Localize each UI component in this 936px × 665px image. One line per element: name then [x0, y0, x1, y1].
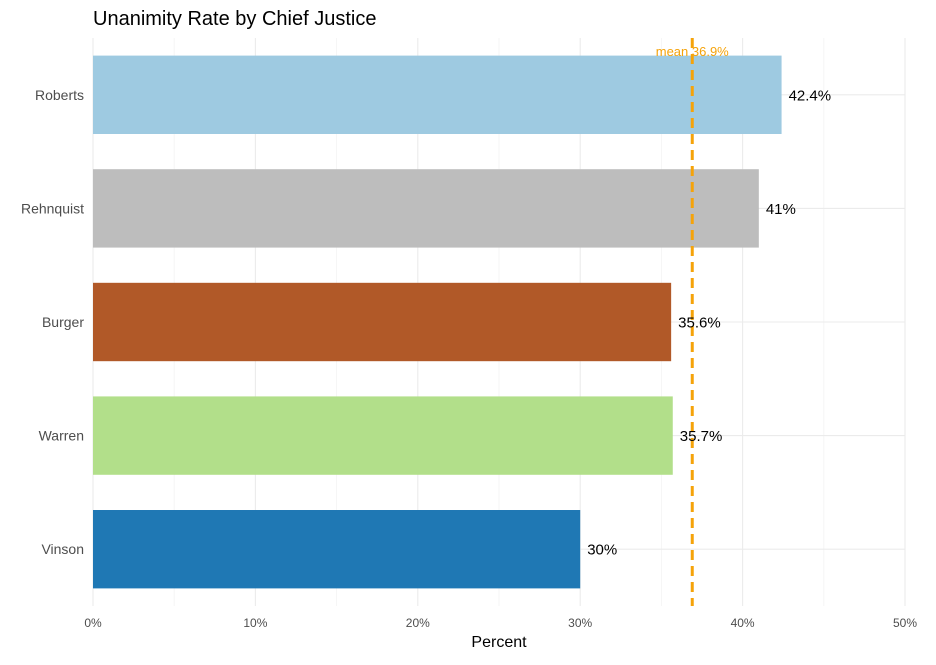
x-tick-label: 30%: [568, 616, 592, 630]
data-label: 41%: [766, 201, 796, 218]
bar-rehnquist: [93, 169, 759, 248]
bar-warren: [93, 396, 673, 475]
category-label: Burger: [42, 314, 84, 330]
x-tick-label: 20%: [406, 616, 430, 630]
chart-title: Unanimity Rate by Chief Justice: [93, 8, 376, 30]
bar-roberts: [93, 55, 782, 134]
category-label: Vinson: [41, 541, 84, 557]
category-label: Rehnquist: [21, 200, 84, 216]
data-label: 42.4%: [789, 87, 832, 104]
data-labels: 42.4% 41% 35.6% 35.7% 30%: [587, 87, 831, 558]
bar-vinson: [93, 510, 581, 589]
x-axis-title: Percent: [471, 634, 527, 651]
category-label: Warren: [39, 428, 84, 444]
data-label: 30%: [587, 542, 617, 559]
data-label: 35.7%: [680, 428, 723, 445]
data-label: 35.6%: [678, 315, 721, 332]
bar-burger: [93, 282, 672, 362]
x-tick-label: 40%: [731, 616, 755, 630]
category-label: Roberts: [35, 87, 84, 103]
x-tick-label: 10%: [243, 616, 267, 630]
bars: [93, 55, 782, 589]
x-tick-label: 50%: [893, 616, 917, 630]
reference-line-group: mean 36.9%: [656, 38, 729, 606]
mean-label: mean 36.9%: [656, 44, 729, 59]
x-tick-label: 0%: [84, 616, 102, 630]
x-tick-labels: 0% 10% 20% 30% 40% 50%: [84, 616, 917, 630]
